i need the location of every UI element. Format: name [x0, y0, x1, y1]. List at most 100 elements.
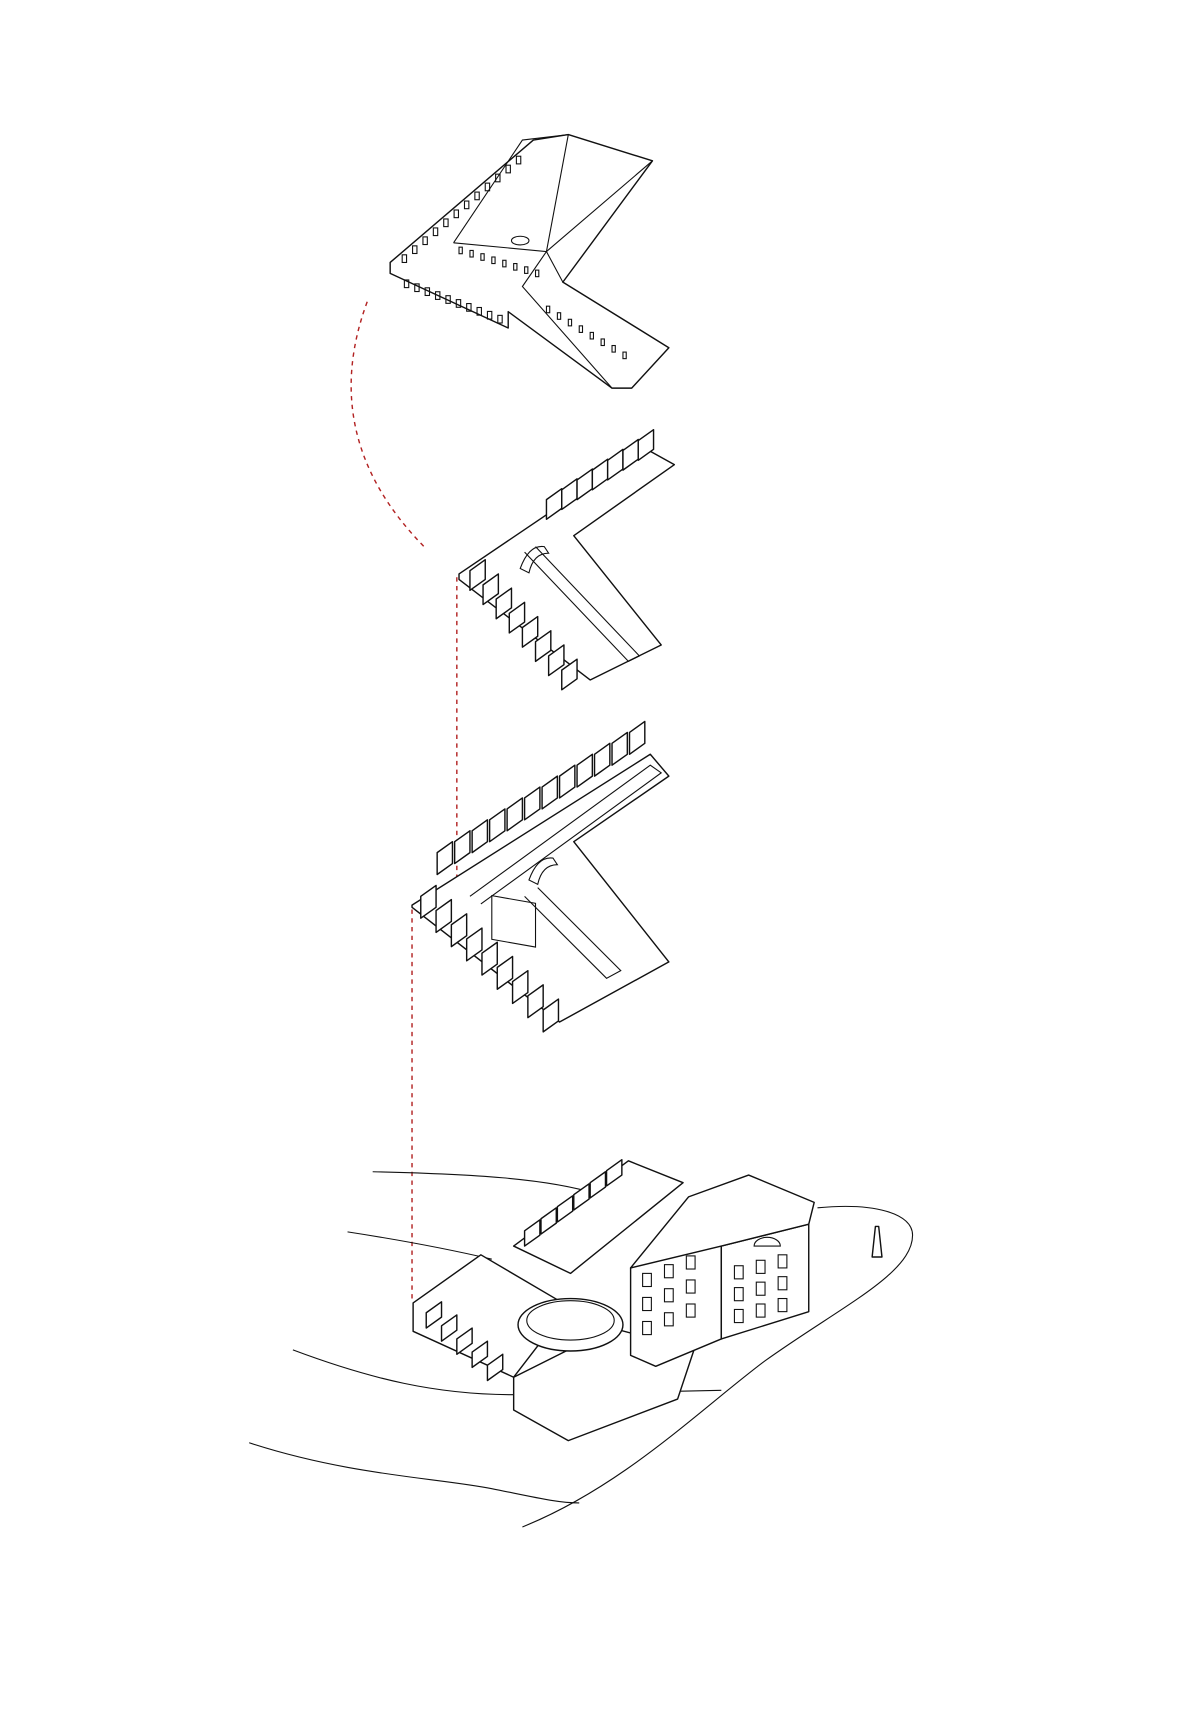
house-window [663, 1312, 674, 1327]
house-window [642, 1296, 652, 1312]
house-window [733, 1265, 744, 1280]
terrain-line-4 [249, 1442, 580, 1504]
roof-window [445, 295, 451, 304]
roof-window [434, 291, 441, 300]
partition-wall [420, 884, 437, 919]
roof-window [474, 191, 480, 201]
partition-wall [628, 720, 646, 755]
partition-wall [591, 458, 609, 491]
partition-wall [534, 630, 552, 663]
partition-wall [482, 573, 500, 606]
partition-wall [469, 559, 486, 592]
roof-window [476, 306, 482, 316]
partition-wall [576, 753, 594, 788]
roof-window [502, 259, 507, 268]
roof-window [414, 283, 420, 293]
roof-window [578, 325, 584, 333]
house-window [755, 1259, 766, 1274]
partition-wall [453, 830, 471, 865]
roof-window [534, 269, 540, 278]
first-floor-partitions [420, 720, 646, 1033]
roof-window [622, 351, 627, 360]
roof-window [515, 155, 522, 165]
first-floor-stair [528, 857, 559, 886]
roof-window [505, 164, 511, 174]
partition-wall [589, 1171, 607, 1199]
terrain-line-1 [372, 1171, 596, 1195]
roof-skylight [510, 235, 530, 246]
house-window [642, 1272, 652, 1288]
roof-window [432, 227, 439, 237]
house-window [685, 1255, 696, 1270]
partition-wall [425, 1301, 443, 1329]
oval-courtyard-inner [526, 1300, 615, 1341]
house-window [733, 1287, 744, 1302]
house-window [755, 1281, 766, 1296]
roof-window [403, 279, 410, 289]
roof-window [567, 318, 573, 327]
roof-window [513, 263, 518, 271]
house-gable-window [753, 1236, 781, 1247]
partition-wall [471, 1340, 489, 1369]
house-window [685, 1303, 696, 1318]
partition-wall [506, 797, 524, 832]
upper-floor-stair [519, 545, 550, 574]
first-floor-stair-core [491, 894, 537, 948]
roof-window [455, 299, 462, 308]
partition-wall [450, 913, 468, 948]
partition-wall [556, 1195, 574, 1223]
partition-wall [456, 1327, 473, 1355]
roof-window [424, 287, 431, 297]
roof-window [480, 253, 485, 261]
roof-window [495, 173, 501, 183]
partition-wall [605, 1159, 623, 1187]
partition-wall [508, 601, 526, 634]
oval-courtyard [517, 1297, 624, 1352]
roof-window [443, 218, 449, 228]
partition-wall [527, 984, 544, 1019]
partition-wall [486, 1353, 504, 1382]
existing-house-roof [629, 1174, 815, 1269]
partition-wall [542, 998, 560, 1033]
roof-windows [401, 155, 627, 360]
roof-window [497, 314, 503, 324]
roof-window [600, 338, 605, 347]
partition-wall [496, 955, 514, 990]
roof-window [463, 200, 470, 210]
upper-floor-layer [458, 428, 676, 691]
house-windows [642, 1254, 788, 1336]
house-window [777, 1276, 788, 1291]
terrain-line-3 [292, 1349, 722, 1396]
roof-window [545, 305, 551, 314]
first-floor-layer [411, 720, 670, 1033]
roof-window [466, 303, 472, 312]
house-window [663, 1264, 674, 1279]
roof-window [469, 249, 474, 258]
roof-ridge-right [546, 160, 653, 252]
partition-wall [545, 487, 563, 521]
partition-wall [435, 898, 453, 934]
upper-floor-slab [458, 447, 676, 681]
ground-partitions [425, 1159, 623, 1382]
roof-ridge-lower [453, 242, 613, 389]
ground-layer [249, 1159, 914, 1528]
upper-floor-partitions [469, 428, 655, 691]
upper-floor-corridor [524, 546, 641, 663]
partition-wall [622, 438, 639, 471]
roof-window [611, 344, 616, 353]
roof-outline [389, 133, 670, 389]
terrain-line-2 [347, 1231, 492, 1260]
partition-wall [541, 775, 559, 810]
partition-wall [511, 969, 529, 1005]
partition-wall [523, 1219, 541, 1247]
partition-wall [495, 587, 513, 620]
partition-wall [488, 808, 506, 843]
first-floor-corridor-a [469, 764, 663, 905]
house-window [642, 1320, 652, 1336]
roof-window [524, 266, 529, 274]
house-window [685, 1279, 696, 1294]
rotation-guide-arc [350, 301, 425, 548]
partition-wall [637, 428, 655, 461]
roof-window [491, 256, 496, 265]
partition-wall [576, 468, 594, 501]
